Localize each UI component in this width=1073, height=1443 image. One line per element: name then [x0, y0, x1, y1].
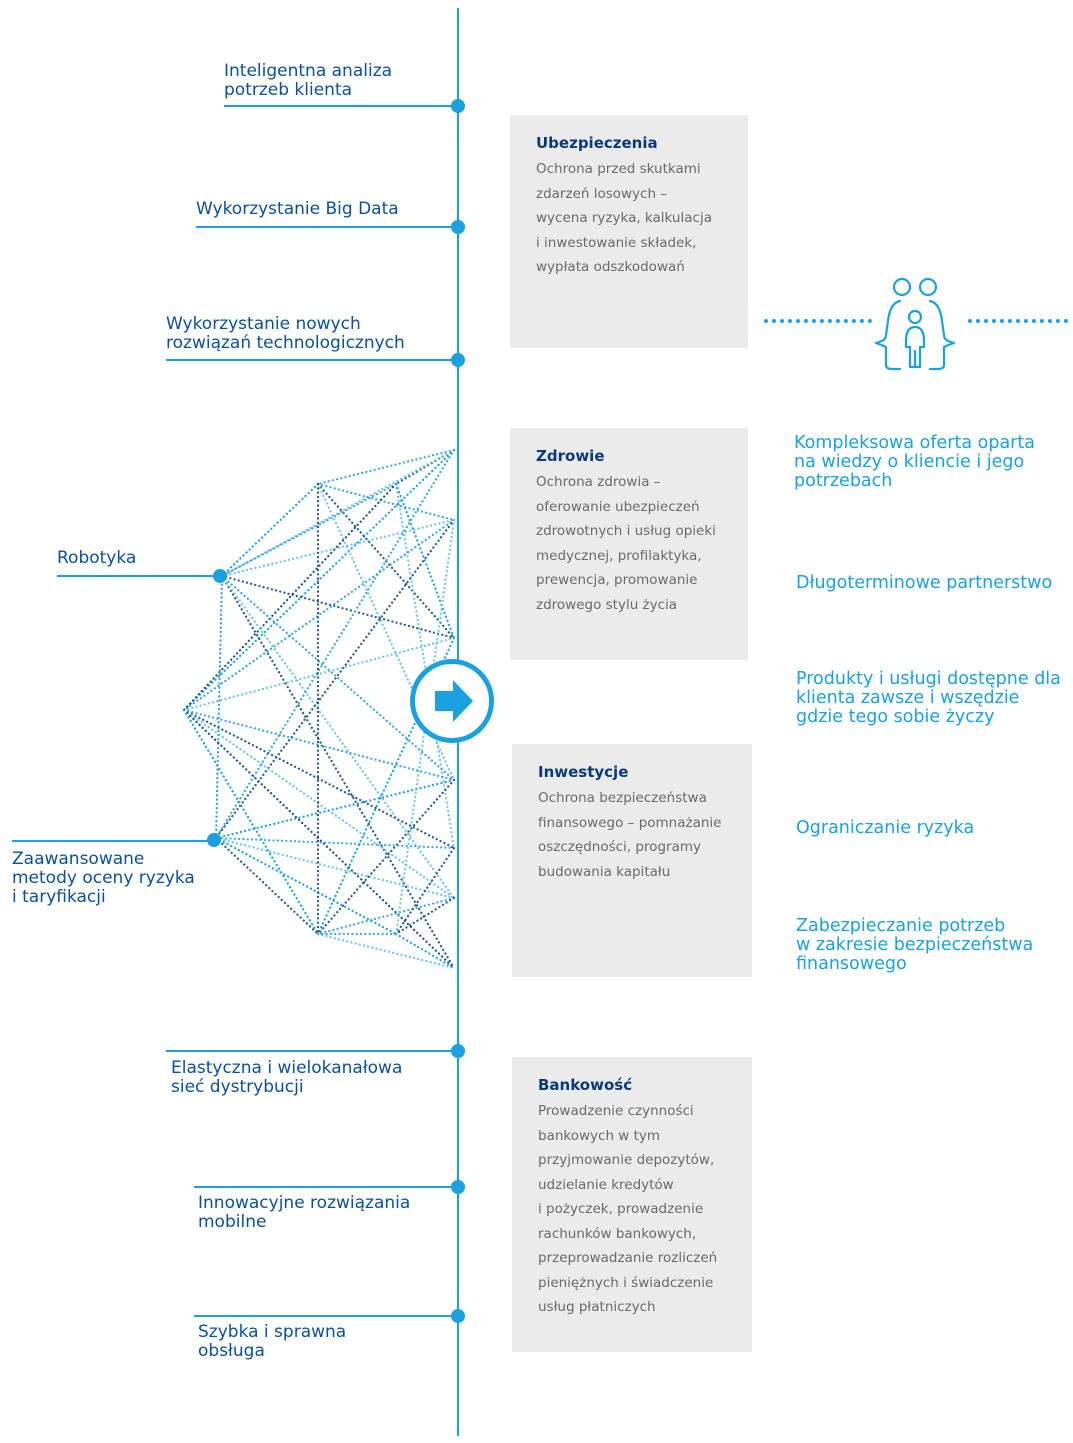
network-line [182, 708, 320, 936]
network-line [214, 836, 398, 936]
network-line [182, 708, 456, 782]
network-line [182, 708, 456, 900]
card-health-text: Ochrona zdrowia – oferowanie ubezpieczeń… [536, 474, 716, 613]
network-line [182, 636, 456, 712]
card-health: Zdrowie Ochrona zdrowia – oferowanie ube… [510, 428, 748, 660]
right-label-partnership: Długoterminowe partnerstwo [796, 573, 1053, 593]
family-icon [874, 277, 956, 371]
network-line [214, 448, 456, 840]
card-banking-title: Bankowość [538, 1076, 633, 1094]
label-client-needs: Inteligentna analiza potrzeb klienta [224, 61, 393, 100]
network-line [182, 482, 398, 712]
label-big-data: Wykorzystanie Big Data [196, 199, 399, 219]
label-service: Szybka i sprawna obsługa [198, 1322, 347, 1361]
dotted-line-left [764, 319, 872, 323]
dotted-line-right [968, 319, 1068, 323]
network-line [220, 482, 398, 578]
label-risk-methods: Zaawansowane metody oceny ryzyka i taryf… [12, 849, 195, 907]
network-line [316, 932, 456, 970]
network-line [394, 518, 456, 936]
connector-client-needs [224, 105, 458, 107]
connector-risk-methods [12, 840, 215, 842]
node-service [451, 1309, 465, 1323]
network-line [316, 778, 456, 936]
card-health-title: Zdrowie [536, 447, 605, 465]
network-line [214, 836, 456, 900]
label-new-tech: Wykorzystanie nowych rozwiązań technolog… [166, 314, 405, 353]
label-robotics: Robotyka [57, 548, 137, 568]
network-line [214, 836, 456, 850]
network-line [220, 574, 456, 640]
network-line [220, 482, 320, 578]
network-line [220, 574, 456, 970]
card-investments-title: Inwestycje [538, 763, 629, 781]
node-client-needs [451, 99, 465, 113]
connector-mobile [194, 1186, 458, 1188]
network-line [182, 708, 456, 970]
arrow-right-icon [435, 680, 473, 722]
connector-new-tech [166, 359, 458, 361]
right-label-comprehensive: Kompleksowa oferta oparta na wiedzy o kl… [794, 433, 1035, 491]
node-mobile [451, 1180, 465, 1194]
network-line [220, 574, 456, 900]
card-banking-text: Prowadzenie czynności bankowych w tym pr… [538, 1103, 718, 1315]
right-label-availability: Produkty i usługi dostępne dla klienta z… [796, 669, 1061, 727]
network-line [394, 846, 456, 936]
network-line [214, 574, 224, 840]
network-line [214, 836, 320, 936]
network-line [182, 518, 456, 712]
node-distribution [451, 1044, 465, 1058]
card-banking: Bankowość Prowadzenie czynności bankowyc… [512, 1057, 752, 1352]
label-mobile: Innowacyjne rozwiązania mobilne [198, 1193, 411, 1232]
network-line [316, 896, 456, 936]
card-investments-text: Ochrona bezpieczeństwa finansowego – pom… [538, 790, 722, 880]
network-line [220, 448, 456, 578]
connector-distribution [166, 1050, 458, 1052]
network-line [214, 518, 456, 840]
network-line [394, 482, 456, 640]
network-icon [182, 448, 456, 970]
network-line [316, 448, 456, 486]
card-insurance-text: Ochrona przed skutkami zdarzeń losowych … [536, 161, 712, 275]
network-line [394, 932, 456, 970]
arrow-circle [410, 659, 494, 743]
connector-robotics [57, 575, 220, 577]
connector-big-data [196, 226, 458, 228]
card-insurance: Ubezpieczenia Ochrona przed skutkami zda… [510, 115, 748, 348]
right-label-security: Zabezpieczanie potrzeb w zakresie bezpie… [796, 916, 1034, 974]
label-distribution: Elastyczna i wielokanałowa sieć dystrybu… [171, 1058, 403, 1097]
node-big-data [451, 220, 465, 234]
network-line [316, 636, 456, 936]
card-investments: Inwestycje Ochrona bezpieczeństwa finans… [512, 744, 752, 977]
connector-service [194, 1315, 458, 1317]
network-line [394, 896, 456, 936]
network-line [220, 574, 456, 782]
network-line [316, 482, 456, 522]
node-robotics [213, 569, 227, 583]
card-insurance-title: Ubezpieczenia [536, 134, 658, 152]
network-line [394, 482, 456, 850]
node-risk-methods [207, 833, 221, 847]
network-line [394, 448, 456, 486]
network-line [220, 518, 456, 578]
node-new-tech [451, 353, 465, 367]
network-line [182, 708, 456, 850]
right-label-risk: Ograniczanie ryzyka [796, 818, 975, 838]
